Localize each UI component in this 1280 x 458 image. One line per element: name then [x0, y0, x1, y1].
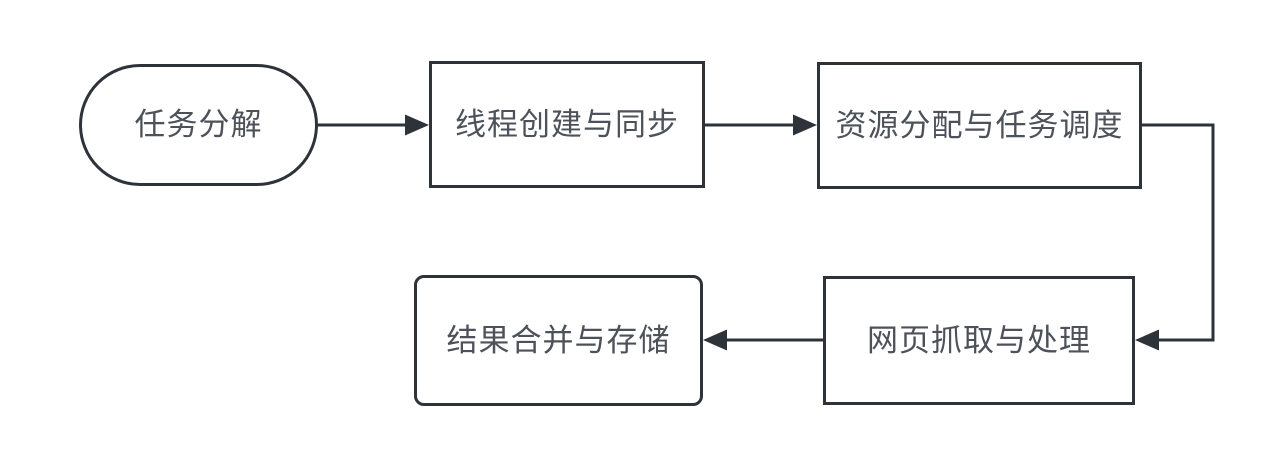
node-task-decomposition: 任务分解 [79, 64, 318, 186]
node-thread-create-sync: 线程创建与同步 [429, 61, 705, 188]
node-result-merge-store: 结果合并与存储 [414, 275, 703, 406]
node-label: 资源分配与任务调度 [835, 107, 1124, 143]
arrowhead-left-icon [703, 329, 727, 351]
connector-thread-to-scheduling [705, 114, 817, 136]
node-label: 网页抓取与处理 [867, 322, 1091, 358]
arrowhead-right-icon [405, 114, 429, 136]
node-label: 任务分解 [134, 107, 263, 143]
arrowhead-right-icon [793, 114, 817, 136]
node-web-crawl-process: 网页抓取与处理 [823, 276, 1135, 405]
arrowhead-left-icon [1135, 329, 1159, 351]
connector-task-to-thread [318, 114, 429, 136]
node-label: 结果合并与存储 [446, 322, 671, 358]
connector-crawl-to-merge [703, 329, 823, 351]
node-label: 线程创建与同步 [455, 106, 679, 142]
node-resource-alloc-scheduling: 资源分配与任务调度 [817, 62, 1142, 189]
connector-scheduling-to-crawl [1135, 123, 1215, 351]
